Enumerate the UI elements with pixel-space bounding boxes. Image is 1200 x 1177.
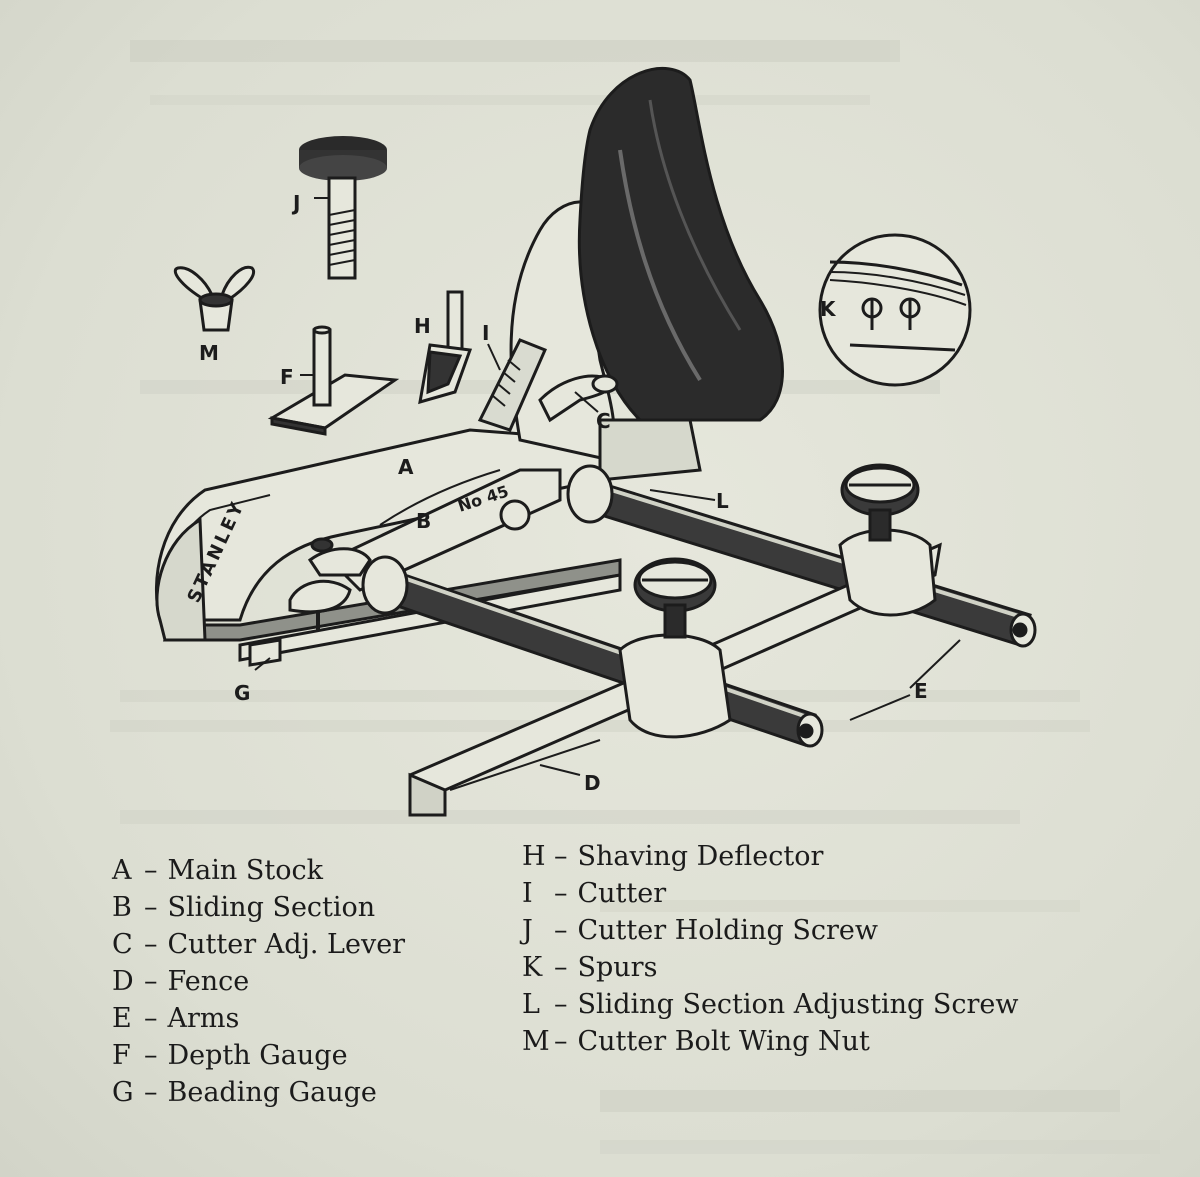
legend-part-name: Sliding Section Adjusting Screw: [577, 989, 1019, 1020]
legend-part-name: Shaving Deflector: [577, 841, 824, 872]
legend-part-name: Cutter Holding Screw: [577, 915, 878, 946]
diagram-label-b: B: [416, 509, 431, 533]
diagram-label-h: H: [414, 314, 431, 338]
legend-part-name: Cutter Bolt Wing Nut: [577, 1026, 870, 1057]
legend-item: J–Cutter Holding Screw: [522, 912, 1019, 949]
legend-part-name: Fence: [167, 966, 250, 997]
fence-drawing: [408, 463, 942, 817]
legend-separator: –: [144, 966, 158, 997]
bleed-through-texture: [110, 40, 1160, 1154]
legend-separator: –: [554, 989, 568, 1020]
legend-part-name: Depth Gauge: [167, 1040, 348, 1071]
legend-letter: C: [112, 929, 133, 960]
legend-separator: –: [144, 929, 158, 960]
legend-letter: B: [112, 892, 132, 923]
legend-item: A–Main Stock: [112, 852, 405, 889]
diagram-label-f: F: [280, 365, 294, 389]
legend-item: E–Arms: [112, 1000, 405, 1037]
legend-part-name: Cutter: [577, 878, 667, 909]
legend-right-column: H–Shaving Deflector I–Cutter J–Cutter Ho…: [522, 838, 1019, 1060]
diagram-label-k: K: [820, 297, 837, 321]
legend-separator: –: [554, 841, 568, 872]
wing-nut-drawing: [173, 265, 255, 332]
legend-item: C–Cutter Adj. Lever: [112, 926, 405, 963]
legend-separator: –: [144, 892, 158, 923]
diagram-label-i: I: [482, 321, 489, 345]
legend-letter: I: [522, 878, 533, 909]
legend-item: K–Spurs: [522, 949, 1019, 986]
legend-item: L–Sliding Section Adjusting Screw: [522, 986, 1019, 1023]
depth-gauge-drawing: [267, 325, 400, 436]
legend-letter: K: [522, 952, 543, 983]
legend-part-name: Spurs: [577, 952, 658, 983]
legend-letter: D: [112, 966, 134, 997]
legend-item: I–Cutter: [522, 875, 1019, 912]
legend-separator: –: [144, 855, 158, 886]
diagram-label-e: E: [914, 679, 928, 703]
diagram-label-j: J: [291, 191, 300, 215]
legend-item: H–Shaving Deflector: [522, 838, 1019, 875]
legend-separator: –: [554, 915, 568, 946]
leader-lines: [254, 343, 961, 776]
diagram-label-d: D: [584, 771, 601, 795]
legend-part-name: Cutter Adj. Lever: [167, 929, 406, 960]
diagram-label-l: L: [716, 489, 729, 513]
legend-separator: –: [144, 1077, 158, 1108]
legend-part-name: Main Stock: [167, 855, 323, 886]
legend-letter: J: [522, 915, 533, 946]
legend-letter: H: [522, 841, 546, 872]
diagram-label-g: G: [234, 681, 250, 705]
legend-letter: F: [112, 1040, 131, 1071]
diagram-label-m: M: [199, 341, 219, 365]
cutter-holding-screw-drawing: [299, 136, 387, 280]
legend-letter: L: [522, 989, 540, 1020]
legend-letter: M: [522, 1026, 550, 1057]
legend-separator: –: [144, 1003, 158, 1034]
legend-separator: –: [554, 1026, 568, 1057]
legend-letter: G: [112, 1077, 134, 1108]
legend-left-column: A–Main Stock B–Sliding Section C–Cutter …: [112, 852, 405, 1111]
legend-item: F–Depth Gauge: [112, 1037, 405, 1074]
legend-part-name: Arms: [167, 1003, 240, 1034]
diagram-labels: J M F H I C A B L K G E D: [199, 191, 928, 795]
legend-letter: E: [112, 1003, 132, 1034]
legend-part-name: Sliding Section: [167, 892, 376, 923]
legend-separator: –: [554, 878, 568, 909]
diagram-label-c: C: [596, 409, 611, 433]
legend-part-name: Beading Gauge: [167, 1077, 377, 1108]
spurs-inset-drawing: [818, 233, 972, 387]
shaving-deflector-drawing: [418, 290, 473, 405]
legend-item: D–Fence: [112, 963, 405, 1000]
legend-separator: –: [554, 952, 568, 983]
legend-item: B–Sliding Section: [112, 889, 405, 926]
legend-separator: –: [144, 1040, 158, 1071]
diagram-label-a: A: [398, 455, 414, 479]
legend-letter: A: [112, 855, 132, 886]
legend-item: G–Beading Gauge: [112, 1074, 405, 1111]
legend-item: M–Cutter Bolt Wing Nut: [522, 1023, 1019, 1060]
